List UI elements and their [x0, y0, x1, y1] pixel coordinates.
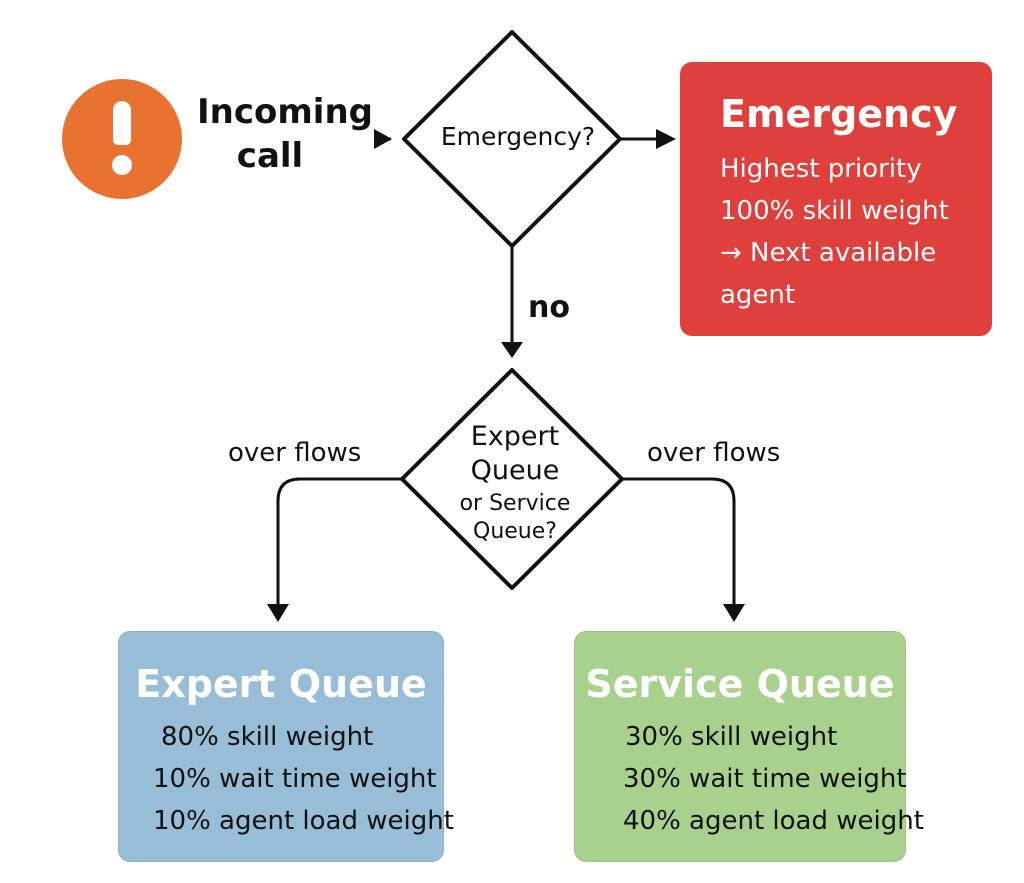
expert-queue-title: Expert Queue: [135, 662, 427, 706]
expert-queue-box: Expert Queue 80% skill weight 10% wait t…: [118, 631, 454, 862]
no-branch-label: no: [528, 290, 570, 325]
emergency-box: Emergency Highest priority 100% skill we…: [680, 62, 992, 336]
arrowhead-incoming: [374, 129, 392, 149]
decision-queue-diamond: [400, 368, 624, 590]
exclamation-circle-icon: [62, 79, 182, 199]
arrow-to-expert-queue: [276, 477, 402, 604]
exclamation-bar: [113, 101, 131, 145]
overflow-right-label: over flows: [647, 438, 781, 468]
arrowhead-emergency: [656, 129, 676, 149]
emergency-title: Emergency: [720, 92, 958, 136]
service-queue-line: 30% skill weight: [625, 722, 838, 752]
service-queue-title: Service Queue: [585, 662, 895, 706]
decision-queue-line4: Queue?: [473, 519, 557, 544]
incoming-call-line2: call: [236, 136, 304, 176]
emergency-line: agent: [720, 280, 796, 310]
emergency-line: 100% skill weight: [720, 196, 949, 226]
overflow-left-label: over flows: [228, 438, 362, 468]
exclamation-dot: [112, 155, 132, 175]
arrowhead-no: [501, 342, 523, 358]
service-queue-line: 40% agent load weight: [623, 806, 924, 836]
decision-queue-line3: or Service: [459, 491, 571, 516]
decision-emergency-text: Emergency?: [440, 122, 596, 151]
decision-queue-line2: Queue: [470, 455, 560, 486]
decision-queue-text: Expert Queue or Service Queue?: [440, 420, 590, 546]
decision-queue-line1: Expert: [470, 421, 560, 452]
emergency-line: → Next available: [720, 238, 937, 268]
expert-queue-line: 10% wait time weight: [153, 764, 437, 794]
service-queue-line: 30% wait time weight: [623, 764, 907, 794]
emergency-line: Highest priority: [720, 154, 922, 184]
expert-queue-line: 80% skill weight: [161, 722, 374, 752]
service-queue-box: Service Queue 30% skill weight 30% wait …: [574, 631, 924, 862]
arrow-to-service-queue: [622, 477, 736, 604]
arrowhead-service: [723, 604, 745, 622]
incoming-call-label: Incoming call: [190, 90, 380, 178]
incoming-call-line1: Incoming: [197, 92, 373, 132]
arrowhead-expert: [267, 604, 289, 622]
expert-queue-line: 10% agent load weight: [153, 806, 454, 836]
